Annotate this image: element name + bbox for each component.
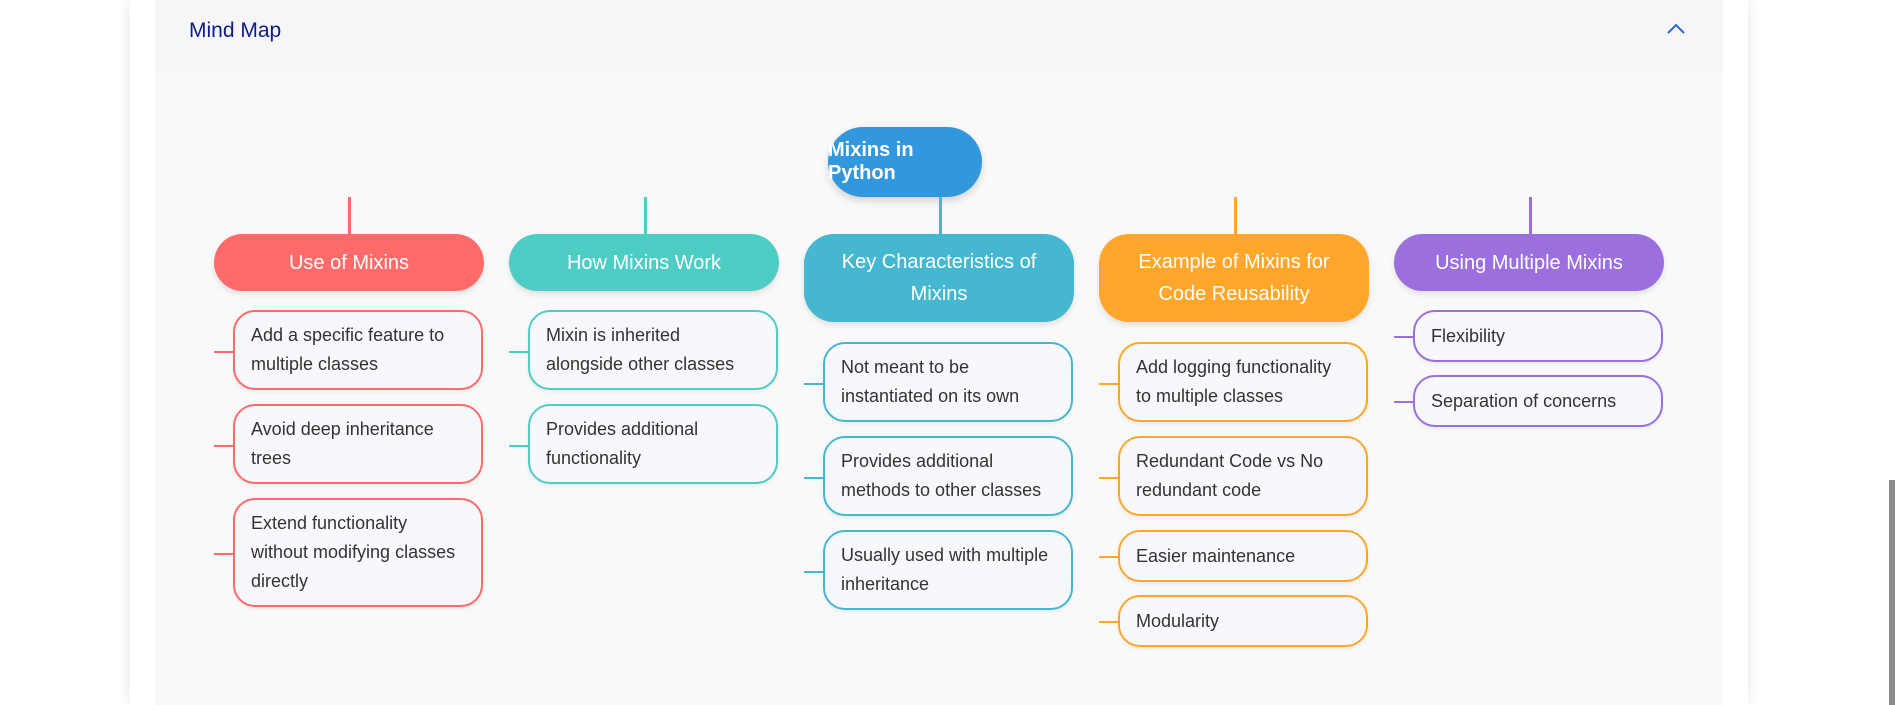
leaf-node: Provides additional functionality [528, 404, 778, 484]
leaf-node: Easier maintenance [1118, 530, 1368, 582]
leaf-node: Modularity [1118, 595, 1368, 647]
branch-node-example-of-mixins: Example of Mixins for Code Reusability [1099, 234, 1369, 322]
leaf-node: Provides additional methods to other cla… [823, 436, 1073, 516]
branch-label: Use of Mixins [288, 251, 410, 274]
branch-label: Example of Mixins for Code Reusability [1138, 251, 1330, 305]
branch-label: How Mixins Work [566, 251, 722, 274]
leaf-node: Add logging functionality to multiple cl… [1118, 342, 1368, 422]
branch-connector [348, 197, 351, 234]
leaf-connector [1099, 621, 1119, 623]
leaf-connector [804, 383, 824, 385]
collapse-button[interactable] [1660, 12, 1692, 44]
leaf-connector [804, 571, 824, 573]
mindmap-root-node: Mixins in Python [828, 127, 982, 197]
leaf-label: Add logging functionality to multiple cl… [1136, 357, 1332, 406]
leaf-label: Provides additional methods to other cla… [841, 451, 1042, 500]
branch-node-use-of-mixins: Use of Mixins [214, 234, 484, 291]
leaf-connector [804, 477, 824, 479]
leaf-connector [214, 351, 234, 353]
branch-label: Key Characteristics of Mixins [841, 251, 1037, 305]
leaf-label: Provides additional functionality [546, 419, 699, 468]
leaf-connector [214, 553, 234, 555]
leaf-node: Avoid deep inheritance trees [233, 404, 483, 484]
leaf-label: Flexibility [1431, 325, 1506, 346]
section-header[interactable] [155, 0, 1723, 72]
leaf-connector [1099, 556, 1119, 558]
leaf-label: Add a specific feature to multiple class… [251, 325, 445, 374]
leaf-label: Redundant Code vs No redundant code [1136, 451, 1324, 500]
branch-node-key-characteristics: Key Characteristics of Mixins [804, 234, 1074, 322]
leaf-node: Usually used with multiple inheritance [823, 530, 1073, 610]
leaf-node: Redundant Code vs No redundant code [1118, 436, 1368, 516]
leaf-connector [509, 445, 529, 447]
scrollbar-thumb[interactable] [1889, 480, 1895, 705]
leaf-label: Not meant to be instantiated on its own [841, 357, 1020, 406]
branch-connector [644, 197, 647, 234]
leaf-label: Separation of concerns [1431, 390, 1617, 411]
leaf-label: Mixin is inherited alongside other class… [546, 325, 735, 374]
leaf-connector [1394, 401, 1414, 403]
leaf-label: Usually used with multiple inheritance [841, 545, 1049, 594]
leaf-node: Extend functionality without modifying c… [233, 498, 483, 607]
leaf-node: Add a specific feature to multiple class… [233, 310, 483, 390]
branch-connector [1529, 197, 1532, 234]
chevron-up-icon [1667, 23, 1685, 34]
leaf-node: Mixin is inherited alongside other class… [528, 310, 778, 390]
leaf-connector [509, 351, 529, 353]
root-connector [939, 197, 942, 234]
leaf-node: Flexibility [1413, 310, 1663, 362]
section-title: Mind Map [189, 19, 282, 42]
leaf-connector [214, 445, 234, 447]
branch-node-how-mixins-work: How Mixins Work [509, 234, 779, 291]
leaf-connector [1099, 477, 1119, 479]
branch-node-using-multiple-mixins: Using Multiple Mixins [1394, 234, 1664, 291]
leaf-label: Avoid deep inheritance trees [251, 419, 434, 468]
leaf-label: Easier maintenance [1136, 545, 1296, 566]
leaf-label: Modularity [1136, 610, 1220, 631]
leaf-label: Extend functionality without modifying c… [251, 513, 456, 591]
leaf-node: Separation of concerns [1413, 375, 1663, 427]
leaf-node: Not meant to be instantiated on its own [823, 342, 1073, 422]
branch-connector [1234, 197, 1237, 234]
branch-label: Using Multiple Mixins [1435, 251, 1623, 274]
leaf-connector [1394, 336, 1414, 338]
leaf-connector [1099, 383, 1119, 385]
